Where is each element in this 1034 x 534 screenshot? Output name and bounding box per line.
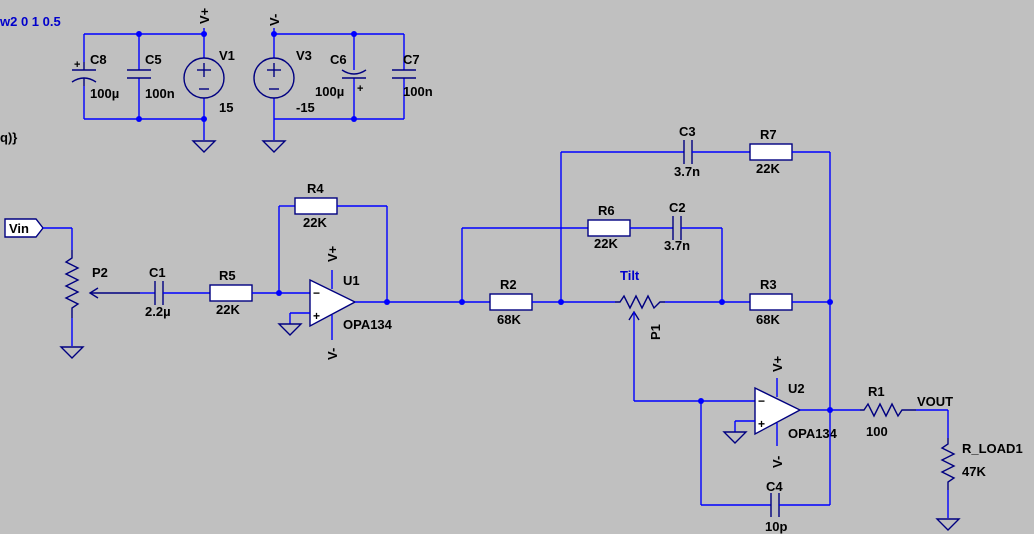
r3-name: R3: [760, 277, 777, 292]
c5-value: 100n: [145, 86, 175, 101]
r7-value: 22K: [756, 161, 780, 176]
voltage-source-v1[interactable]: [183, 57, 225, 99]
c1-value: 2.2µ: [145, 304, 171, 319]
p2-name: P2: [92, 265, 108, 280]
resistor-r-load1[interactable]: [940, 438, 956, 490]
c2-value: 3.7n: [664, 238, 690, 253]
r-load1-value: 47K: [962, 464, 986, 479]
potentiometer-p2[interactable]: [64, 250, 140, 318]
u2-model: OPA134: [788, 426, 838, 441]
potentiometer-p1[interactable]: [615, 294, 665, 321]
capacitor-c7[interactable]: [392, 69, 416, 79]
c6-name: C6: [330, 52, 347, 67]
r6-name: R6: [598, 203, 615, 218]
resistor-r3[interactable]: [749, 293, 793, 311]
r5-value: 22K: [216, 302, 240, 317]
ground-icon: [722, 431, 748, 444]
r2-value: 68K: [497, 312, 521, 327]
u1-model: OPA134: [343, 317, 393, 332]
c1-name: C1: [149, 265, 166, 280]
svg-text:+: +: [74, 59, 80, 71]
c5-name: C5: [145, 52, 162, 67]
v1-value: 15: [219, 100, 233, 115]
r4-value: 22K: [303, 215, 327, 230]
vminus-net-label: V-: [267, 14, 282, 26]
v3-name: V3: [296, 48, 312, 63]
v1-name: V1: [219, 48, 235, 63]
v3-value: -15: [296, 100, 315, 115]
capacitor-c8[interactable]: +: [71, 59, 97, 86]
capacitor-c1[interactable]: [154, 281, 164, 305]
r7-name: R7: [760, 127, 777, 142]
voltage-source-v3[interactable]: [253, 57, 295, 99]
resistor-r1[interactable]: [860, 402, 916, 418]
svg-text:+: +: [357, 83, 363, 95]
resistor-r5[interactable]: [209, 284, 253, 302]
svg-text:+: +: [758, 417, 765, 431]
u1-vminus-label: V-: [325, 348, 340, 360]
vplus-net-label: V+: [197, 7, 212, 24]
capacitor-c6[interactable]: +: [341, 69, 367, 95]
c3-value: 3.7n: [674, 164, 700, 179]
capacitor-c3[interactable]: [683, 140, 693, 164]
r6-value: 22K: [594, 236, 618, 251]
svg-text:−: −: [313, 286, 320, 300]
capacitor-c2[interactable]: [672, 216, 682, 240]
u1-name: U1: [343, 273, 360, 288]
capacitor-c4[interactable]: [770, 493, 780, 517]
p1-name: P1: [648, 324, 663, 340]
c7-name: C7: [403, 52, 420, 67]
c2-name: C2: [669, 200, 686, 215]
c8-value: 100µ: [90, 86, 119, 101]
opamp-u2[interactable]: − +: [754, 386, 802, 436]
resistor-r4[interactable]: [294, 197, 338, 215]
r1-value: 100: [866, 424, 888, 439]
spice-step-directive[interactable]: w2 0 1 0.5: [0, 14, 61, 29]
u1-vplus-label: V+: [325, 245, 340, 262]
ground-icon: [277, 323, 303, 336]
c6-value: 100µ: [315, 84, 344, 99]
u2-vminus-label: V-: [770, 456, 785, 468]
vout-net-label: VOUT: [917, 394, 953, 409]
c8-name: C8: [90, 52, 107, 67]
r1-name: R1: [868, 384, 885, 399]
ground-icon: [935, 518, 961, 531]
u2-name: U2: [788, 381, 805, 396]
c7-value: 100n: [403, 84, 433, 99]
ground-icon: [191, 140, 217, 153]
r2-name: R2: [500, 277, 517, 292]
opamp-u1[interactable]: − +: [309, 278, 357, 328]
capacitor-c5[interactable]: [127, 69, 151, 79]
ground-icon: [59, 346, 85, 359]
svg-text:+: +: [313, 309, 320, 323]
r4-name: R4: [307, 181, 324, 196]
c4-value: 10p: [765, 519, 787, 534]
spice-param-directive[interactable]: q)}: [0, 130, 17, 145]
vin-port-label[interactable]: Vin: [4, 218, 44, 238]
svg-text:Vin: Vin: [9, 221, 29, 236]
ground-icon: [261, 140, 287, 153]
resistor-r2[interactable]: [489, 293, 533, 311]
c3-name: C3: [679, 124, 696, 139]
r-load1-name: R_LOAD1: [962, 441, 1023, 456]
tilt-net-label: Tilt: [620, 268, 640, 283]
u2-vplus-label: V+: [770, 355, 785, 372]
r3-value: 68K: [756, 312, 780, 327]
resistor-r7[interactable]: [749, 143, 793, 161]
c4-name: C4: [766, 479, 783, 494]
r5-name: R5: [219, 268, 236, 283]
svg-text:−: −: [758, 394, 765, 408]
resistor-r6[interactable]: [587, 219, 631, 237]
